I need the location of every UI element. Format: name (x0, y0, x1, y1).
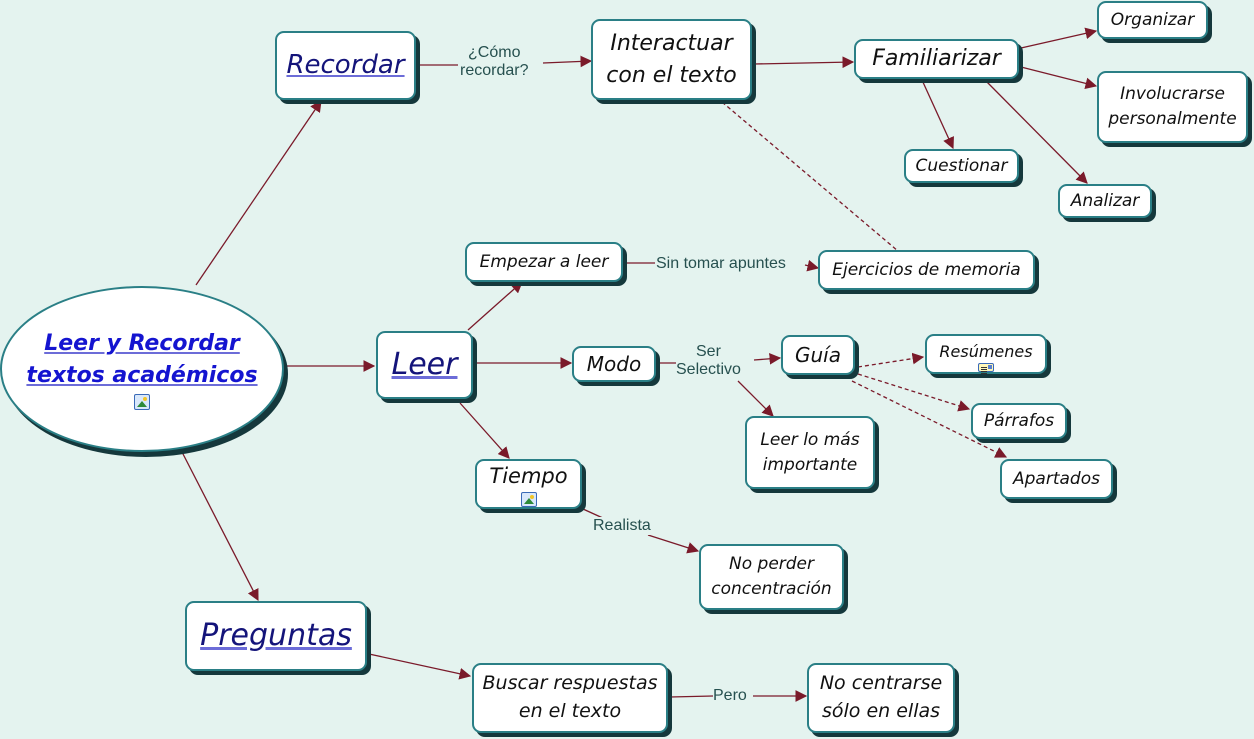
link-buscar-pero (669, 695, 714, 698)
concept-text: Cuestionar (915, 155, 1008, 176)
concept-preguntas[interactable]: Preguntas (185, 601, 367, 671)
link-label-realista: Realista (593, 517, 651, 536)
concept-organizar[interactable]: Organizar (1097, 1, 1208, 39)
concept-text[interactable]: Recordar (286, 49, 405, 80)
concept-leer-lo-mas-importante[interactable]: Leer lo más importante (745, 416, 875, 489)
concept-modo[interactable]: Modo (572, 346, 656, 382)
concept-text: en el texto (518, 700, 622, 722)
link-sin-ejercicios (804, 259, 820, 272)
concept-text: Empezar a leer (479, 251, 609, 272)
link-preguntas-buscar (368, 653, 472, 680)
concept-text: Párrafos (983, 410, 1055, 431)
concept-text[interactable]: Leer y Recordar (44, 331, 240, 357)
link-label-line: ¿Cómo (468, 44, 521, 61)
link-leer-empezar (467, 281, 523, 331)
link-label-line: Selectivo (676, 361, 741, 379)
link-familiarizar-organizar (1020, 27, 1098, 49)
concept-leer[interactable]: Leer (376, 331, 473, 399)
concept-text: Resúmenes (939, 342, 1033, 361)
concept-text: con el texto (606, 62, 737, 88)
concept-no-perder-concentracion[interactable]: No perder concentración (699, 544, 844, 610)
concept-text: Tiempo (489, 464, 568, 488)
link-root-preguntas (181, 451, 259, 602)
link-interactuar-ejercicios (721, 101, 899, 252)
concept-text: Buscar respuestas (482, 672, 658, 695)
concept-text: Ejercicios de memoria (832, 259, 1021, 280)
concept-text: sólo en ellas (821, 700, 941, 722)
link-guia-apartados (851, 380, 1008, 458)
concept-guia[interactable]: Guía (781, 335, 855, 375)
link-guia-parrafos (857, 373, 971, 412)
link-label-line: Ser (696, 343, 721, 360)
link-label-sin-tomar-apuntes: Sin tomar apuntes (656, 255, 786, 274)
concept-text: No centrarse (819, 672, 943, 695)
link-label-como-recordar: ¿Cómo recordar? (460, 44, 529, 81)
link-ser-leerimportante (737, 380, 774, 417)
link-label-line: recordar? (460, 62, 529, 80)
concept-ejercicios-de-memoria[interactable]: Ejercicios de memoria (818, 250, 1035, 290)
concept-text: Guía (795, 342, 841, 367)
link-familiarizar-involucrarse (1020, 66, 1098, 90)
concept-text[interactable]: Leer (391, 347, 458, 383)
link-interactuar-familiarizar (753, 56, 855, 69)
document-resource-icon[interactable] (978, 363, 994, 372)
concept-text: Involucrarse (1120, 84, 1225, 105)
image-resource-icon[interactable] (520, 492, 537, 507)
concept-involucrarse[interactable]: Involucrarse personalmente (1097, 71, 1248, 143)
concept-empezar-a-leer[interactable]: Empezar a leer (465, 242, 623, 282)
link-realista-noperder (647, 534, 700, 554)
link-leer-tiempo (459, 402, 510, 459)
concept-text: Leer lo más (760, 429, 860, 450)
link-guia-resumenes (857, 352, 925, 368)
concept-text: concentración (711, 579, 832, 599)
concept-text: Apartados (1013, 468, 1100, 489)
concept-analizar[interactable]: Analizar (1058, 184, 1152, 218)
concept-text: Familiarizar (872, 46, 1001, 72)
concept-root[interactable]: Leer y Recordar textos académicos (0, 286, 284, 452)
concept-text[interactable]: textos académicos (26, 363, 258, 388)
concept-text: Organizar (1110, 9, 1195, 30)
concept-text: Interactuar (610, 30, 733, 56)
concept-no-centrarse[interactable]: No centrarse sólo en ellas (807, 663, 955, 733)
concept-familiarizar[interactable]: Familiarizar (854, 39, 1019, 79)
link-familiarizar-analizar (984, 79, 1088, 184)
concept-cuestionar[interactable]: Cuestionar (904, 149, 1019, 183)
concept-parrafos[interactable]: Párrafos (971, 403, 1067, 439)
concept-buscar-respuestas[interactable]: Buscar respuestas en el texto (472, 663, 668, 733)
link-root-recordar (195, 100, 322, 286)
link-label-pero: Pero (713, 687, 747, 706)
image-resource-icon[interactable] (134, 393, 150, 410)
concept-text: Modo (586, 351, 642, 376)
concept-apartados[interactable]: Apartados (1000, 459, 1113, 499)
link-como-interactuar (542, 55, 593, 68)
link-ser-guia (753, 352, 782, 365)
concept-interactuar[interactable]: Interactuar con el texto (591, 19, 752, 100)
concept-text: importante (762, 454, 858, 475)
concept-recordar[interactable]: Recordar (275, 31, 416, 100)
concept-text: Analizar (1070, 190, 1140, 211)
concept-tiempo[interactable]: Tiempo (475, 459, 582, 509)
concept-text: No perder (729, 554, 814, 575)
link-label-ser-selectivo: Ser Selectivo (676, 343, 741, 380)
link-familiarizar-cuestionar (921, 79, 954, 150)
concept-text: personalmente (1108, 109, 1237, 129)
concept-resumenes[interactable]: Resúmenes (925, 334, 1047, 374)
concept-text[interactable]: Preguntas (200, 618, 352, 654)
